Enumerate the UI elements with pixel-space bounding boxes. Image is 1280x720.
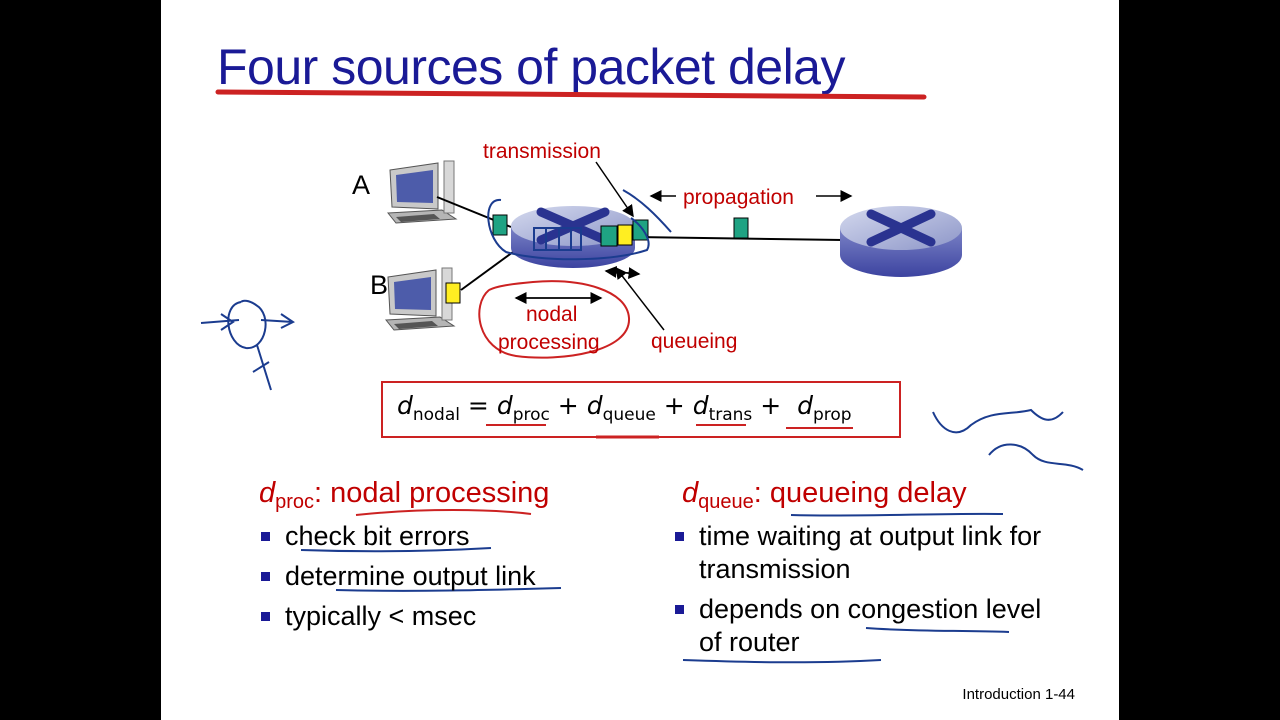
- computer-icon: [385, 267, 456, 331]
- label-processing: processing: [498, 331, 600, 354]
- list-item: check bit errors: [261, 520, 641, 553]
- slide-title: Four sources of packet delay: [217, 39, 846, 95]
- host-a-label: A: [352, 170, 371, 200]
- packet-icon: [492, 214, 508, 236]
- formula-text: dnodal = dproc + dqueue + dtrans + dprop: [397, 391, 852, 425]
- network-diagram: [200, 89, 1084, 664]
- section-heading-queue: dqueue: queueing delay: [682, 477, 967, 513]
- packet-icon: [445, 282, 461, 304]
- section-heading-proc-text: : nodal processing: [314, 477, 550, 509]
- host-b-label: B: [370, 270, 389, 300]
- title-underline: [215, 89, 927, 100]
- router-icon: [840, 206, 962, 277]
- computer-icon: [387, 160, 458, 224]
- label-transmission: transmission: [483, 140, 601, 163]
- section-heading-queue-sub: queue: [698, 491, 754, 513]
- formula-term-trans: trans: [708, 405, 753, 425]
- label-propagation: propagation: [683, 186, 794, 209]
- proc-bullet-list: check bit errors determine output link t…: [261, 520, 641, 633]
- section-heading-proc: dproc: nodal processing: [259, 477, 550, 513]
- delay-formula: dnodal = dproc + dqueue + dtrans + dprop: [381, 381, 901, 438]
- packet-icon: [733, 217, 749, 239]
- formula-term-prop: prop: [812, 405, 852, 425]
- formula-term-proc: proc: [512, 405, 550, 425]
- label-queueing: queueing: [651, 330, 738, 353]
- section-heading-queue-text: : queueing delay: [753, 477, 967, 509]
- section-heading-proc-sub: proc: [275, 491, 315, 513]
- packet-icon: [617, 224, 633, 246]
- queue-bullet-list: time waiting at output link for transmis…: [675, 520, 1055, 659]
- list-item: depends on congestion level of router: [675, 593, 1055, 659]
- label-nodal: nodal: [526, 303, 578, 326]
- formula-lhs-sub: nodal: [412, 405, 460, 425]
- formula-term-queue: queue: [602, 405, 656, 425]
- packet-icon: [632, 219, 649, 241]
- slide-number: Introduction 1-44: [962, 686, 1075, 703]
- slide: Four sources of packet delay: [161, 0, 1119, 720]
- list-item: time waiting at output link for transmis…: [675, 520, 1055, 586]
- packet-icon: [600, 225, 618, 247]
- list-item: typically < msec: [261, 600, 641, 633]
- list-item: determine output link: [261, 560, 641, 593]
